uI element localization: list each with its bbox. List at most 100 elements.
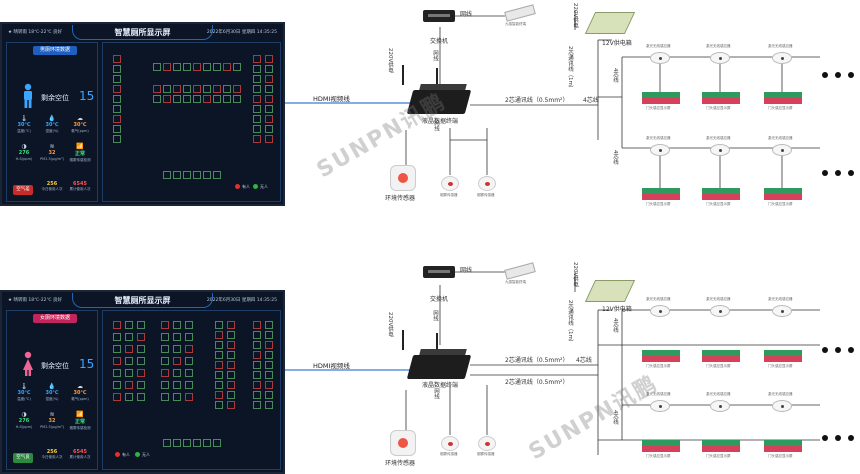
door-label: 门头感应显示屏 (646, 202, 671, 206)
stall (113, 369, 121, 377)
legend-occupied-dot (115, 452, 120, 457)
metric-icon: ☁ (77, 115, 83, 122)
stall (137, 369, 145, 377)
env-sensor (390, 430, 416, 456)
bus-vertical-label: 2芯通讯线（1m） (567, 300, 573, 346)
four-core-label: 4芯线 (583, 97, 599, 104)
door-red-band (764, 98, 802, 104)
metric-value: 30℃ (17, 122, 31, 128)
metric-icon: 🌡 (20, 115, 28, 122)
switch-label: 交换机 (430, 296, 449, 303)
door-label: 门头感应显示屏 (646, 106, 671, 110)
legend-vacant-dot (253, 184, 258, 189)
metric-label: H₂S(ppm) (15, 157, 33, 161)
bus-label: 2芯通讯线（0.5mm²） (505, 97, 569, 104)
stall (253, 65, 261, 73)
door-label: 门头感应显示屏 (646, 454, 671, 458)
antenna (436, 68, 438, 88)
server-label: 液晶数据终端 (422, 118, 459, 125)
detector-label: 激光无线感应器 (646, 136, 671, 140)
datetime-status: 2022年6月30日 星期四 14:35:25 (206, 298, 277, 303)
stall (113, 115, 121, 123)
stall (193, 85, 201, 93)
stall (113, 381, 121, 389)
air-quality-button[interactable]: 空气差 (13, 185, 33, 195)
stall (265, 341, 273, 349)
stall (265, 331, 273, 339)
power-220-label: 220V供电 (387, 312, 393, 338)
stall (203, 63, 211, 71)
stall (113, 85, 121, 93)
stall (253, 135, 261, 143)
metric-icon: ≋ (49, 411, 55, 418)
network-label-v2: 网线 (433, 120, 439, 131)
metric-icon: 📶 (76, 411, 84, 418)
ellipsis-dot (822, 435, 828, 441)
smoke-sensor (478, 436, 496, 451)
stall (183, 439, 191, 447)
door-display (642, 188, 680, 200)
antenna (402, 65, 404, 85)
antenna (402, 330, 404, 350)
metric-label: 温度(℃) (17, 129, 31, 133)
air-quality-button[interactable]: 空气良 (13, 453, 33, 463)
door-red-band (642, 98, 680, 104)
stall (265, 391, 273, 399)
four-core-label-v: 4芯线 (612, 68, 618, 83)
metric-5: 📶正常烟雾传感检测 (67, 143, 93, 163)
stall (185, 369, 193, 377)
count-label: 今日使用人次 (41, 455, 63, 459)
stall (265, 401, 273, 409)
laser-detector (710, 52, 730, 64)
display-screen-women: 智慧厕所显示屏 ★ 晴转雨 18℃-22℃ 良好 2022年6月30日 星期四 … (0, 290, 285, 474)
metric-label: 氨气(ppm) (71, 397, 89, 401)
metric-label: PM2.5(μg/m³) (40, 425, 64, 429)
power-220-label: 220V供电 (387, 48, 393, 74)
stall (253, 331, 261, 339)
stall (213, 95, 221, 103)
stall (265, 321, 273, 329)
count-value: 256 (46, 449, 58, 455)
door-red-band (764, 356, 802, 362)
stall (193, 171, 201, 179)
server-label: 液晶数据终端 (422, 382, 459, 389)
ellipsis-dot (835, 170, 841, 176)
ellipsis-dot (822, 170, 828, 176)
laser-detector (650, 400, 670, 412)
stall (173, 95, 181, 103)
stall (203, 95, 211, 103)
door-display (702, 350, 740, 362)
stall (213, 439, 221, 447)
power-box-label: 12V供电箱 (602, 306, 632, 313)
stall (253, 351, 261, 359)
stall (113, 321, 121, 329)
hdmi-label: HDMI视频线 (313, 95, 350, 103)
metric-label: H₂S(ppm) (15, 425, 33, 429)
stall (227, 361, 235, 369)
stall (185, 357, 193, 365)
stall (125, 381, 133, 389)
door-green-band (764, 350, 802, 356)
stall (113, 75, 121, 83)
stall (203, 171, 211, 179)
ellipsis-dot (822, 347, 828, 353)
ellipsis-dot (848, 347, 854, 353)
metric-label: 氨气(ppm) (71, 129, 89, 133)
stall (185, 345, 193, 353)
metric-value: 276 (18, 418, 30, 424)
stall (215, 331, 223, 339)
metric-label: 温度(℃) (17, 397, 31, 401)
door-red-band (764, 446, 802, 452)
detector-label: 激光无线感应器 (768, 297, 793, 301)
door-label: 门头感应显示屏 (768, 202, 793, 206)
stall (265, 55, 273, 63)
stall (185, 393, 193, 401)
stall (227, 371, 235, 379)
stall (227, 401, 235, 409)
bus-label: 2芯通讯线（0.5mm²） (505, 379, 569, 386)
